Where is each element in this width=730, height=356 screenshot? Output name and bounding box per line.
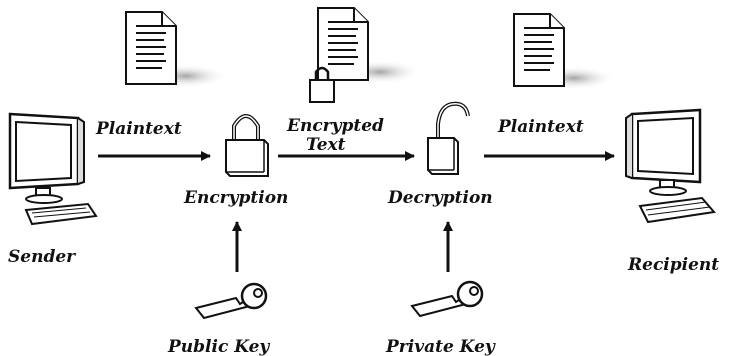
plaintext-document-left-icon [125,11,228,88]
decryption-label: Decryption [387,188,493,208]
encrypted-text-label-line1: Encrypted [286,116,384,136]
public-key-label: Public Key [167,337,270,356]
open-padlock-icon [427,101,470,175]
plaintext-right-label: Plaintext [497,117,584,137]
sender-computer-icon [8,112,98,226]
small-padlock-icon [309,66,335,103]
encryption-label: Encryption [183,188,288,208]
plaintext-document-right-icon [513,13,616,90]
encrypted-text-label-line2: Text [306,135,346,155]
recipient-label: Recipient [627,255,719,275]
private-key-icon [410,280,484,318]
closed-padlock-icon [225,114,269,177]
recipient-computer-icon [625,108,716,224]
private-key-label: Private Key [385,337,496,356]
public-key-icon [194,282,268,320]
encrypted-document-icon [309,7,422,103]
plaintext-left-label: Plaintext [95,119,182,139]
sender-label: Sender [8,247,76,267]
